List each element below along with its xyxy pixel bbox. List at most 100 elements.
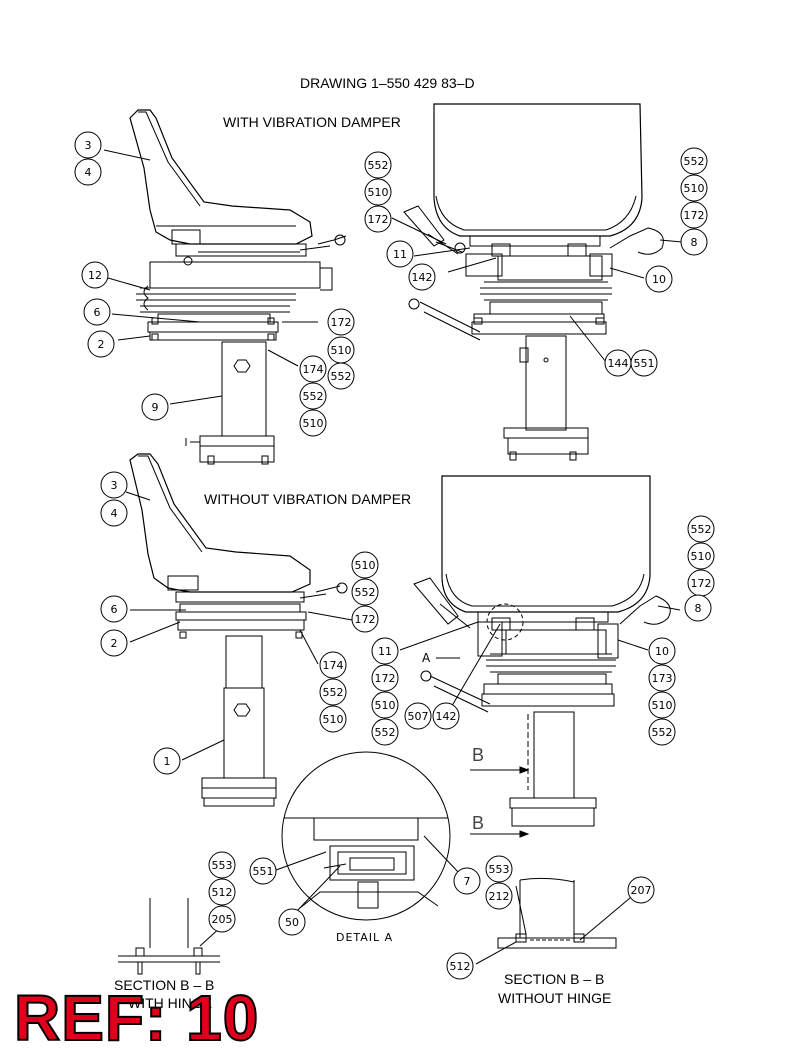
seat-front-without-damper <box>414 476 670 826</box>
drawing-number: DRAWING 1–550 429 83–D <box>300 75 475 91</box>
section-marker-bottom: B <box>472 813 485 833</box>
callout-number: 510 <box>355 559 376 572</box>
callout-number: 8 <box>695 602 702 615</box>
callout-circle <box>88 331 114 357</box>
callout-number: 172 <box>375 672 396 685</box>
leader-lines <box>104 150 682 964</box>
callout-circle <box>101 500 127 526</box>
callout-number: 11 <box>378 645 392 658</box>
callout-circle <box>681 175 707 201</box>
callout-circle <box>649 665 675 691</box>
callout-circle <box>328 363 354 389</box>
detail-a-marker: A <box>422 651 431 665</box>
callout-circle <box>649 638 675 664</box>
callout-number: 552 <box>691 523 712 536</box>
callout-circle <box>101 596 127 622</box>
callout-number: 510 <box>323 713 344 726</box>
callout-number: 552 <box>331 370 352 383</box>
callout-number: 4 <box>111 507 118 520</box>
section-marker-top: B <box>472 745 485 765</box>
callout-number: 2 <box>111 637 118 650</box>
callout-number: 552 <box>684 155 705 168</box>
callout-number: 552 <box>355 586 376 599</box>
callout-circle <box>688 516 714 542</box>
callout-number: 512 <box>450 960 471 973</box>
seat-side-without-damper <box>130 454 347 806</box>
callout-circle <box>352 579 378 605</box>
callout-circle <box>365 179 391 205</box>
callout-circle <box>209 852 235 878</box>
callout-circle <box>328 309 354 335</box>
detail-a-label: DETAIL A <box>336 931 394 944</box>
callout-number: 2 <box>98 338 105 351</box>
heading-with-vibration-damper: WITH VIBRATION DAMPER <box>223 114 401 130</box>
callout-circle <box>320 679 346 705</box>
callout-circle <box>646 266 672 292</box>
callout-circle <box>300 383 326 409</box>
section-arrows <box>470 766 530 838</box>
callout-circle <box>352 552 378 578</box>
callout-circle <box>101 630 127 656</box>
section-without-hinge-subtitle: WITHOUT HINGE <box>498 990 612 1006</box>
callout-circle <box>82 262 108 288</box>
callout-number: 507 <box>408 710 429 723</box>
callout-circle <box>681 148 707 174</box>
callout-number: 172 <box>684 209 705 222</box>
callout-circle <box>649 719 675 745</box>
callout-circle <box>631 350 657 376</box>
callout-circle <box>365 152 391 178</box>
callout-number: 172 <box>355 613 376 626</box>
detail-a-marker-circle <box>486 603 524 641</box>
callout-number: 6 <box>94 306 101 319</box>
callout-number: 207 <box>631 884 652 897</box>
callout-circle <box>372 665 398 691</box>
section-without-hinge-title: SECTION B – B <box>504 971 605 987</box>
callout-number: 8 <box>691 236 698 249</box>
callout-number: 4 <box>85 166 92 179</box>
callout-number: 12 <box>88 269 102 282</box>
callout-number: 142 <box>436 710 457 723</box>
callout-circle <box>365 206 391 232</box>
callout-number: 552 <box>368 159 389 172</box>
callout-number: 3 <box>85 139 92 152</box>
callout-circle <box>405 703 431 729</box>
callout-number: 173 <box>652 672 673 685</box>
callout-circle <box>433 703 459 729</box>
callout-circles: 3412629172510552174552510552510172111425… <box>75 132 714 979</box>
callout-number: 510 <box>331 344 352 357</box>
callout-number: 3 <box>111 479 118 492</box>
callout-number: 172 <box>331 316 352 329</box>
callout-circle <box>320 652 346 678</box>
section-without-hinge-view <box>498 878 616 948</box>
callout-circle <box>209 906 235 932</box>
callout-circle <box>209 879 235 905</box>
callout-number: 551 <box>253 865 274 878</box>
callout-circle <box>628 877 654 903</box>
callout-number: 510 <box>652 699 673 712</box>
callout-number: 552 <box>652 726 673 739</box>
callout-circle <box>75 159 101 185</box>
heading-without-vibration-damper: WITHOUT VIBRATION DAMPER <box>204 491 412 507</box>
callout-number: 50 <box>285 916 299 929</box>
ref-badge: REF: 10 <box>13 982 260 1054</box>
callout-number: 174 <box>323 659 344 672</box>
callout-circle <box>372 719 398 745</box>
callout-number: 174 <box>303 363 324 376</box>
callout-number: 144 <box>608 357 629 370</box>
callout-number: 510 <box>303 417 324 430</box>
callout-circle <box>279 909 305 935</box>
callout-circle <box>372 638 398 664</box>
callout-circle <box>685 595 711 621</box>
callout-circle <box>447 953 473 979</box>
callout-circle <box>300 356 326 382</box>
callout-number: 212 <box>489 890 510 903</box>
callout-circle <box>101 472 127 498</box>
callout-number: 551 <box>634 357 655 370</box>
seat-front-with-damper <box>404 104 663 460</box>
callout-number: 553 <box>489 863 510 876</box>
callout-circle <box>454 868 480 894</box>
callout-number: 205 <box>212 913 233 926</box>
callout-number: 510 <box>375 699 396 712</box>
detail-a-view <box>282 752 450 920</box>
